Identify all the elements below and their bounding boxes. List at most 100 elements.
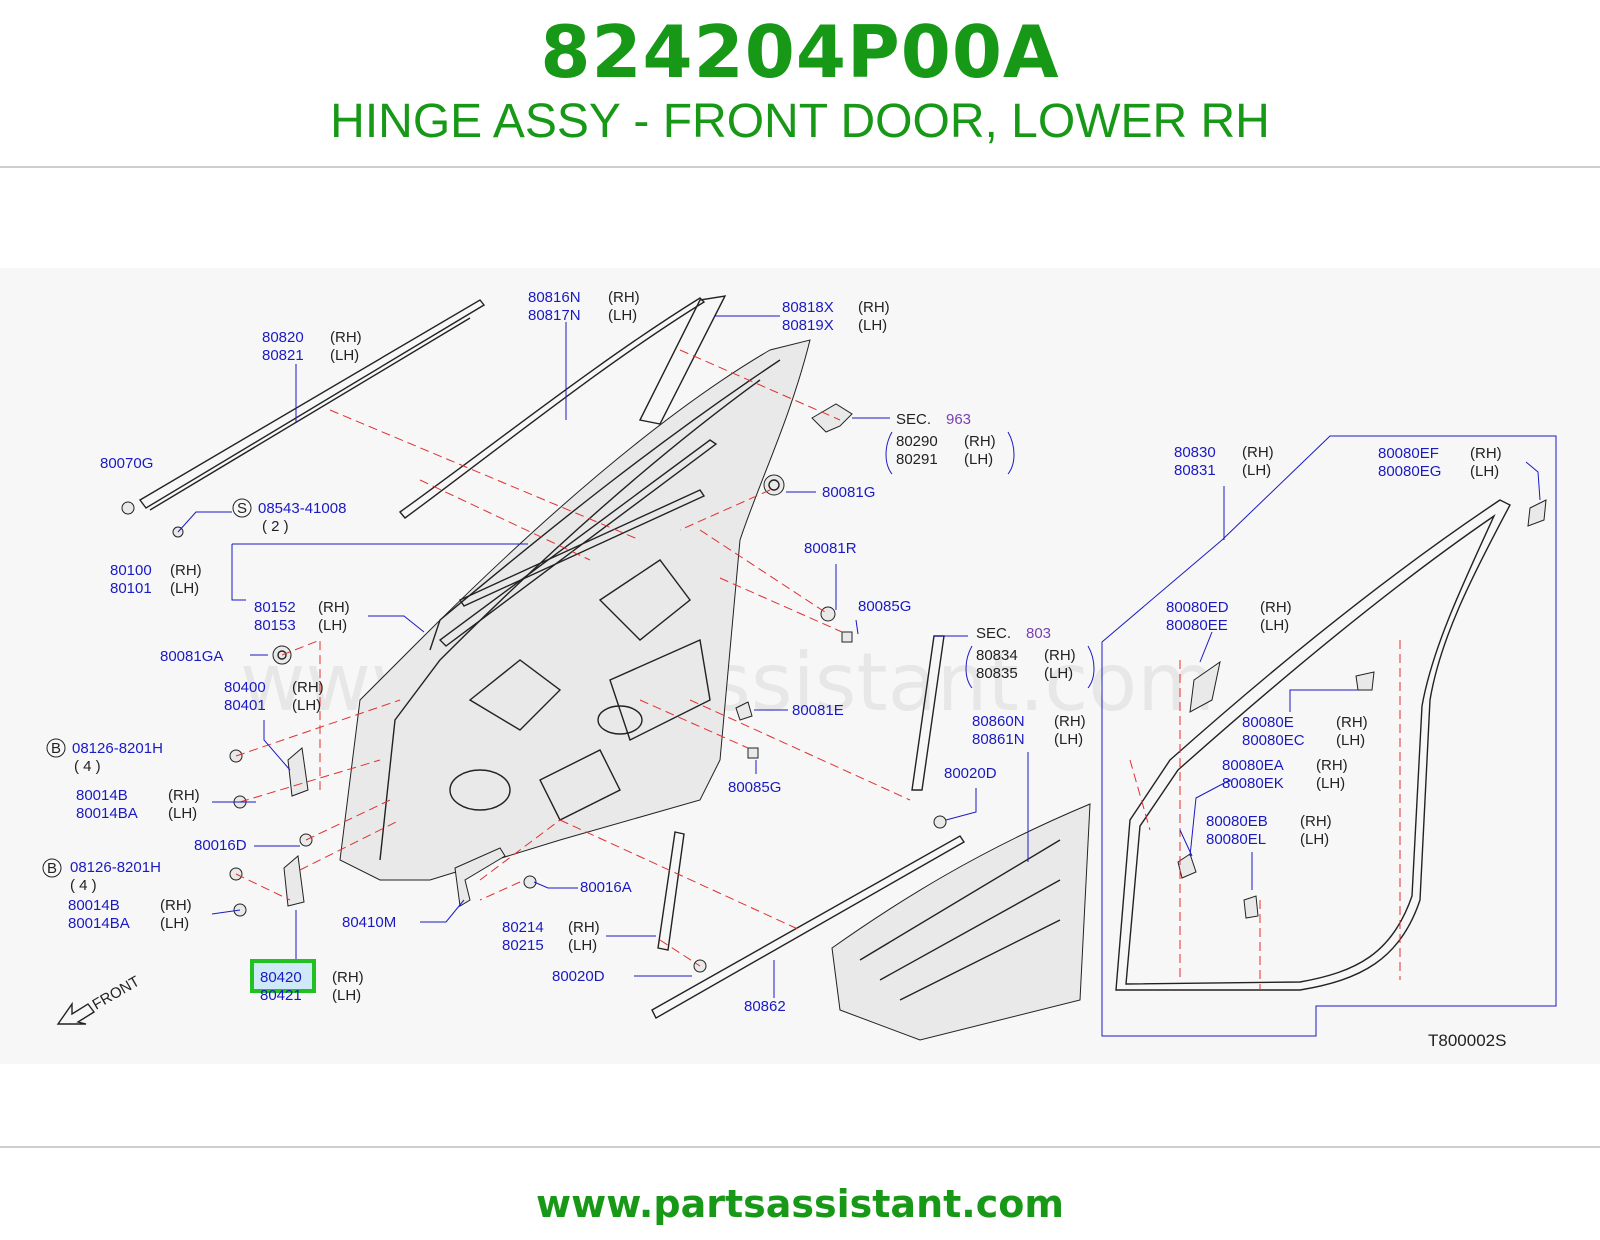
part-labels: 80816N (RH) 80817N (LH) 80818X (RH) 8081… xyxy=(42,289,1506,1050)
label-80081E: 80081E xyxy=(792,702,844,719)
parts-diagram: www.partsassistant.com xyxy=(42,289,1557,1050)
label-80014B-b: 80014B xyxy=(68,897,120,914)
label-text: (LH) xyxy=(160,915,189,932)
label-80080ED: 80080ED xyxy=(1166,599,1229,616)
label-80834: 80834 xyxy=(976,647,1018,664)
label-80400: 80400 xyxy=(224,679,266,696)
label-text: (RH) xyxy=(332,969,364,986)
label-80080EL: 80080EL xyxy=(1206,831,1266,848)
door-line-art xyxy=(121,295,1547,1041)
label-80014BA-a: 80014BA xyxy=(76,805,138,822)
label-80080EG: 80080EG xyxy=(1378,463,1441,480)
label-text: (LH) xyxy=(318,617,347,634)
label-text: (LH) xyxy=(1316,775,1345,792)
label-text: (LH) xyxy=(1336,732,1365,749)
label-80821: 80821 xyxy=(262,347,304,364)
label-80153: 80153 xyxy=(254,617,296,634)
label-80085G-b: 80085G xyxy=(858,598,911,615)
label-80817N: 80817N xyxy=(528,307,581,324)
label-80214: 80214 xyxy=(502,919,544,936)
label-08126-8201H-a: 08126-8201H xyxy=(72,740,163,757)
label-text: (RH) xyxy=(318,599,350,616)
label-text: (RH) xyxy=(168,787,200,804)
label-80080EA: 80080EA xyxy=(1222,757,1284,774)
label-text: B xyxy=(47,860,57,877)
site-url[interactable]: www.partsassistant.com xyxy=(536,1182,1064,1226)
label-80816N: 80816N xyxy=(528,289,581,306)
label-text: (LH) xyxy=(1470,463,1499,480)
label-80014B-a: 80014B xyxy=(76,787,128,804)
label-80081R: 80081R xyxy=(804,540,857,557)
label-text: (LH) xyxy=(964,451,993,468)
label-80291: 80291 xyxy=(896,451,938,468)
label-text: (RH) xyxy=(292,679,324,696)
label-text: (LH) xyxy=(1242,462,1271,479)
part-number: 824204P00A xyxy=(540,10,1060,94)
label-80215: 80215 xyxy=(502,937,544,954)
label-text: (RH) xyxy=(1260,599,1292,616)
label-80016D: 80016D xyxy=(194,837,247,854)
label-text: SEC. xyxy=(976,625,1011,642)
label-80420[interactable]: 80420 xyxy=(260,969,302,986)
footer-divider xyxy=(0,1146,1600,1148)
label-text: ( 4 ) xyxy=(70,877,97,894)
label-text: (RH) xyxy=(1044,647,1076,664)
label-text: (LH) xyxy=(1300,831,1329,848)
diagram-code: T800002S xyxy=(1428,1031,1506,1050)
label-80081G: 80081G xyxy=(822,484,875,501)
label-text: (RH) xyxy=(170,562,202,579)
label-80290: 80290 xyxy=(896,433,938,450)
label-80818X: 80818X xyxy=(782,299,834,316)
label-80016A: 80016A xyxy=(580,879,632,896)
label-80830: 80830 xyxy=(1174,444,1216,461)
label-text: ( 4 ) xyxy=(74,758,101,775)
label-text: (LH) xyxy=(330,347,359,364)
assembly-dash-lines xyxy=(235,349,1401,990)
label-text: (LH) xyxy=(170,580,199,597)
highlight-box-80420[interactable] xyxy=(250,959,316,993)
label-80819X: 80819X xyxy=(782,317,834,334)
label-text: (LH) xyxy=(608,307,637,324)
label-80080E: 80080E xyxy=(1242,714,1294,731)
label-text: (RH) xyxy=(1242,444,1274,461)
label-text: (LH) xyxy=(1260,617,1289,634)
label-text: (RH) xyxy=(1054,713,1086,730)
front-arrow-icon xyxy=(56,1001,96,1025)
label-80080EB: 80080EB xyxy=(1206,813,1268,830)
label-80081GA: 80081GA xyxy=(160,648,223,665)
label-80080EK: 80080EK xyxy=(1222,775,1284,792)
label-text: (RH) xyxy=(608,289,640,306)
label-text: SEC. xyxy=(896,411,931,428)
label-08126-8201H-b: 08126-8201H xyxy=(70,859,161,876)
label-text: (RH) xyxy=(1316,757,1348,774)
label-text: (LH) xyxy=(332,987,361,1004)
label-80861N: 80861N xyxy=(972,731,1025,748)
label-text: (RH) xyxy=(964,433,996,450)
label-08543-41008: 08543-41008 xyxy=(258,500,346,517)
front-label: FRONT xyxy=(90,973,143,1014)
label-80401: 80401 xyxy=(224,697,266,714)
label-text: (LH) xyxy=(168,805,197,822)
label-text: B xyxy=(51,740,61,757)
label-80100: 80100 xyxy=(110,562,152,579)
label-text: (LH) xyxy=(292,697,321,714)
label-80835: 80835 xyxy=(976,665,1018,682)
page-header: 824204P00A HINGE ASSY - FRONT DOOR, LOWE… xyxy=(0,0,1600,168)
label-80862: 80862 xyxy=(744,998,786,1015)
label-80020D-a: 80020D xyxy=(552,968,605,985)
label-80421: 80421 xyxy=(260,987,302,1004)
label-text: ( 2 ) xyxy=(262,518,289,535)
label-text: (LH) xyxy=(568,937,597,954)
label-80014BA-b: 80014BA xyxy=(68,915,130,932)
label-text: (LH) xyxy=(858,317,887,334)
label-text: (LH) xyxy=(1044,665,1073,682)
part-title: HINGE ASSY - FRONT DOOR, LOWER RH xyxy=(330,95,1270,148)
label-80080EF: 80080EF xyxy=(1378,445,1439,462)
label-80020D-b: 80020D xyxy=(944,765,997,782)
header-divider xyxy=(0,166,1600,168)
label-text: (RH) xyxy=(858,299,890,316)
label-80820: 80820 xyxy=(262,329,304,346)
label-text: (RH) xyxy=(330,329,362,346)
label-sec-963: 963 xyxy=(946,411,971,428)
label-80101: 80101 xyxy=(110,580,152,597)
